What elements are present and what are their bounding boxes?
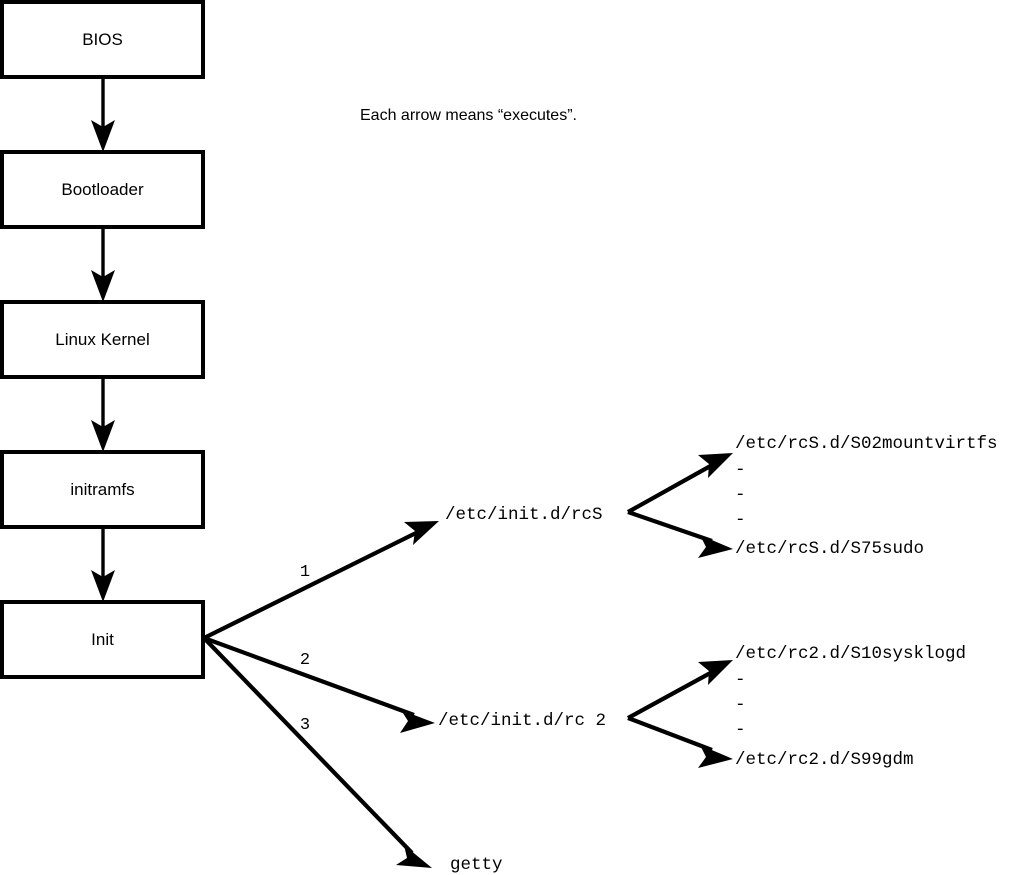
box-shape-bootloader: [0, 150, 205, 229]
box-shape-kernel: [0, 300, 205, 379]
arrow-rc2-to-last-script: [627, 716, 733, 768]
arrowhead-icon: [91, 420, 115, 452]
process-box-initramfs[interactable]: initramfs: [0, 450, 205, 529]
branch-number-2: 2: [300, 651, 310, 670]
arrowhead-icon: [698, 535, 733, 558]
box-shape-init: [0, 600, 205, 679]
arrowhead-icon: [91, 270, 115, 302]
box-shape-initramfs: [0, 450, 205, 529]
arrow-init-branch-2: [203, 636, 435, 733]
label-rcs-ellipsis-3: -: [735, 510, 746, 530]
label-rcs-last-script: /etc/rcS.d/S75sudo: [735, 539, 924, 559]
arrow-rcs-to-last-script: [627, 510, 733, 558]
box-label-init: Init: [91, 630, 114, 649]
label-rcs-first-script: /etc/rcS.d/S02mountvirtfs: [735, 434, 998, 454]
box-label-bios: BIOS: [82, 30, 123, 49]
legend-note: Each arrow means “executes”.: [360, 107, 577, 124]
arrowhead-icon: [404, 521, 439, 545]
arrow-rc2-to-first-script: [626, 660, 733, 720]
arrow-init-branch-3: [202, 636, 432, 868]
process-box-init[interactable]: Init: [0, 600, 205, 679]
label-rc2-first-script: /etc/rc2.d/S10sysklogd: [735, 644, 966, 664]
box-label-kernel: Linux Kernel: [55, 330, 150, 349]
arrow-initramfs-to-init: [91, 529, 115, 602]
label-rcs-ellipsis-1: -: [735, 460, 746, 480]
label-getty: getty: [450, 855, 503, 875]
branch-number-1: 1: [300, 563, 310, 582]
arrowhead-icon: [698, 745, 733, 768]
label-rc2-ellipsis-3: -: [735, 720, 746, 740]
arrow-init-branch-1: [203, 521, 439, 640]
process-box-bios[interactable]: BIOS: [0, 0, 205, 79]
label-rc2-ellipsis-1: -: [735, 670, 746, 690]
process-box-kernel[interactable]: Linux Kernel: [0, 300, 205, 379]
label-init-d-rc2: /etc/init.d/rc 2: [438, 711, 606, 731]
label-rcs-ellipsis-2: -: [735, 485, 746, 505]
label-rc2-ellipsis-2: -: [735, 695, 746, 715]
label-init-d-rcs: /etc/init.d/rcS: [445, 505, 603, 525]
branch-number-3: 3: [300, 716, 310, 735]
process-box-bootloader[interactable]: Bootloader: [0, 150, 205, 229]
box-shape-bios: [0, 0, 205, 79]
arrowhead-icon: [396, 845, 432, 868]
arrow-kernel-to-initramfs: [91, 379, 115, 452]
box-label-initramfs: initramfs: [70, 480, 134, 499]
arrowhead-icon: [91, 570, 115, 602]
arrow-bios-to-bootloader: [91, 79, 115, 152]
arrowhead-icon: [698, 660, 733, 685]
label-rc2-last-script: /etc/rc2.d/S99gdm: [735, 750, 914, 770]
arrowhead-icon: [698, 453, 733, 478]
arrow-bootloader-to-kernel: [91, 229, 115, 302]
arrowhead-icon: [400, 710, 435, 733]
arrowhead-icon: [91, 120, 115, 152]
box-label-bootloader: Bootloader: [61, 180, 144, 199]
arrow-rcs-to-first-script: [626, 453, 733, 514]
